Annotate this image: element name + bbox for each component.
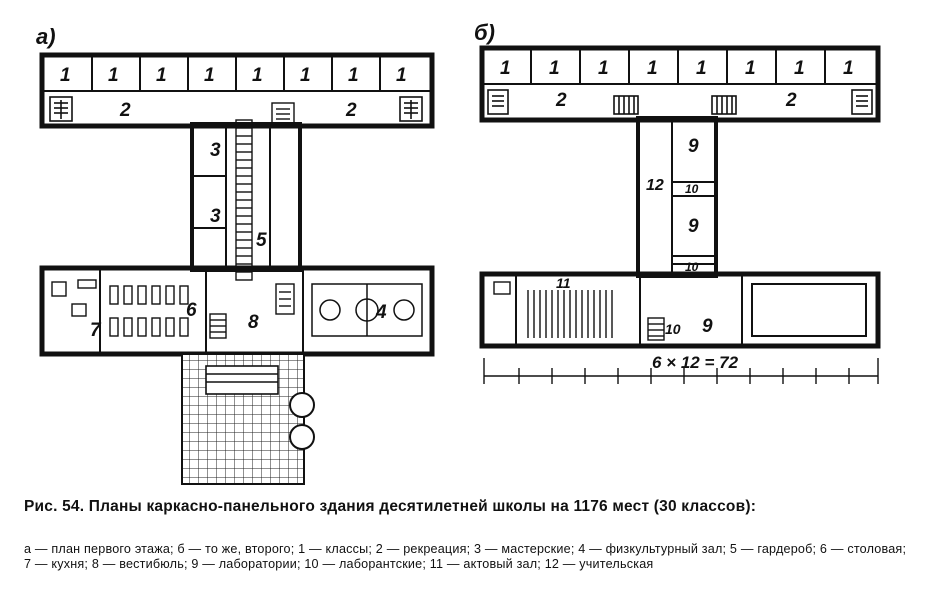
plan-b-room-1: 1 (500, 58, 511, 79)
plan-a-tree (289, 392, 315, 418)
plan-b-room-1: 1 (549, 58, 560, 79)
plan-a-stairs-right (399, 96, 423, 122)
plan-a-room-1: 1 (396, 65, 407, 86)
plan-a-room-1: 1 (348, 65, 359, 86)
plan-b-dimension-text: 6 × 12 = 72 (652, 353, 739, 372)
plan-b-room-10: 10 (685, 182, 699, 196)
plan-a-room-6: 6 (186, 300, 197, 321)
plan-b-room-11: 11 (556, 275, 571, 291)
plan-b-room-1: 1 (794, 58, 805, 79)
plan-b-room-1: 1 (598, 58, 609, 79)
plan-b-letter: б) (474, 20, 495, 45)
plan-a-cloakroom-racks (235, 119, 253, 281)
figure-caption-legend: а — план первого этажа; б — то же, второ… (24, 542, 907, 571)
floor-plans-drawing: а) (36, 20, 881, 485)
plan-a-dining-tables (109, 285, 189, 337)
plan-b-pool (751, 283, 867, 337)
plan-a-small-stairs (271, 102, 295, 126)
plan-a-room-1: 1 (204, 65, 215, 86)
plan-a-room-2: 2 (345, 100, 357, 121)
plan-a-tree (289, 424, 315, 450)
plan-b-stairs (487, 89, 873, 115)
plan-a-room-1: 1 (108, 65, 119, 86)
plan-b-classroom-dividers (530, 50, 826, 84)
plan-a-vestibule-stairs (209, 283, 295, 339)
plan-b: б) (474, 20, 881, 384)
plan-b-room-1: 1 (745, 58, 756, 79)
plan-a-gym-court (311, 283, 423, 337)
plan-b-room-1: 1 (696, 58, 707, 79)
plan-b-room-9: 9 (702, 316, 713, 337)
plan-b-dimension-line (483, 358, 879, 384)
plan-b-bottom-stairs (493, 281, 665, 341)
plan-a-room-4: 4 (375, 302, 387, 323)
plan-a: а) (36, 24, 435, 485)
plan-a-room-8: 8 (248, 312, 259, 333)
plan-b-bottom-block (479, 271, 881, 349)
plan-b-room-10: 10 (685, 260, 699, 274)
plan-a-entrance-paving (181, 353, 305, 485)
plan-b-room-10: 10 (665, 321, 681, 337)
plan-b-room-12: 12 (646, 177, 664, 194)
plan-a-room-1: 1 (252, 65, 263, 86)
plan-b-room-1: 1 (647, 58, 658, 79)
plan-a-letter: а) (36, 24, 56, 49)
plan-a-stairs-left (49, 96, 73, 122)
plan-a-classroom-dividers (91, 57, 381, 91)
plan-b-room-9: 9 (688, 216, 699, 237)
plan-a-room-3: 3 (210, 206, 221, 227)
plan-b-room-9: 9 (688, 136, 699, 157)
figure-caption-title: Рис. 54. Планы каркасно-панельного здани… (24, 498, 757, 515)
plan-a-room-2: 2 (119, 100, 131, 121)
plan-a-room-1: 1 (156, 65, 167, 86)
plan-b-room-2: 2 (785, 90, 797, 111)
plan-a-room-5: 5 (256, 230, 267, 251)
plan-b-room-2: 2 (555, 90, 567, 111)
plan-b-room-1: 1 (843, 58, 854, 79)
plan-a-room-7: 7 (90, 320, 102, 341)
plan-b-assembly-seats (527, 290, 613, 338)
plan-a-kitchen-fittings (51, 279, 97, 317)
plan-a-room-1: 1 (60, 65, 71, 86)
plan-a-room-3: 3 (210, 140, 221, 161)
plan-a-room-1: 1 (300, 65, 311, 86)
